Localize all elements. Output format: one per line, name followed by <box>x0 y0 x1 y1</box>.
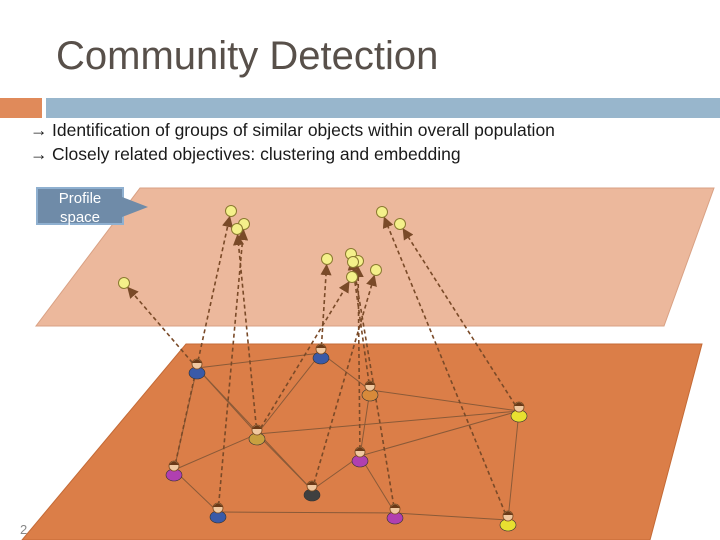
projection-arrow <box>127 286 198 369</box>
bullet-item: →Closely related objectives: clustering … <box>30 142 555 166</box>
network-link <box>507 410 520 521</box>
accent-bar-left <box>0 98 42 118</box>
person-icon <box>209 502 227 524</box>
slide-title: Community Detection <box>56 34 439 78</box>
projection-arrow <box>256 281 350 435</box>
accent-bar-right <box>46 98 720 118</box>
bullet-item: →Identification of groups of similar obj… <box>30 118 555 142</box>
profile-point <box>321 253 333 265</box>
bullet-list: →Identification of groups of similar obj… <box>30 118 555 166</box>
projection-arrows <box>127 215 520 521</box>
profile-point <box>231 223 243 235</box>
person-icon <box>248 424 266 446</box>
person-icon <box>312 343 330 365</box>
profile-points <box>118 205 406 289</box>
profile-point <box>370 264 382 276</box>
callout-line-2: space <box>59 209 101 226</box>
projection-arrow <box>311 274 377 491</box>
network-link <box>217 511 396 514</box>
network-link <box>369 389 520 412</box>
person-icon <box>510 401 528 423</box>
bullet-text: Closely related objectives: clustering a… <box>52 144 461 164</box>
person-icon <box>303 480 321 502</box>
projection-arrow <box>382 216 509 521</box>
person-icon <box>165 460 183 482</box>
slide-number: 2 <box>20 522 28 537</box>
people-nodes <box>165 343 528 532</box>
projection-arrow <box>217 228 249 513</box>
arrow-icon: → <box>30 120 48 140</box>
network-link <box>394 512 509 521</box>
network-link <box>359 410 520 457</box>
network-link <box>173 433 258 471</box>
profile-point <box>118 277 130 289</box>
projection-arrow <box>232 233 258 435</box>
bullet-text: Identification of groups of similar obje… <box>52 120 555 140</box>
person-icon <box>188 358 206 380</box>
person-icon <box>361 380 379 402</box>
profile-point <box>346 271 358 283</box>
person-icon <box>499 510 517 532</box>
callout-line-1: Profile <box>58 190 102 207</box>
profile-point <box>376 206 388 218</box>
callout-pointer <box>122 197 148 217</box>
projection-arrow <box>402 228 520 412</box>
profile-point <box>347 256 359 268</box>
profile-point <box>225 205 237 217</box>
network-link <box>196 352 322 369</box>
person-icon <box>386 503 404 525</box>
projection-arrow <box>173 215 234 471</box>
projection-arrow <box>320 263 332 354</box>
network-link <box>256 433 313 491</box>
network-link <box>256 410 520 435</box>
network-link <box>359 455 396 514</box>
arrow-icon: → <box>30 144 48 164</box>
profile-space-plane <box>34 187 715 327</box>
projection-arrow <box>347 258 371 391</box>
network-link <box>256 352 322 435</box>
profile-point <box>394 218 406 230</box>
person-icon <box>351 446 369 468</box>
profile-space-callout: Profile space <box>36 187 124 226</box>
